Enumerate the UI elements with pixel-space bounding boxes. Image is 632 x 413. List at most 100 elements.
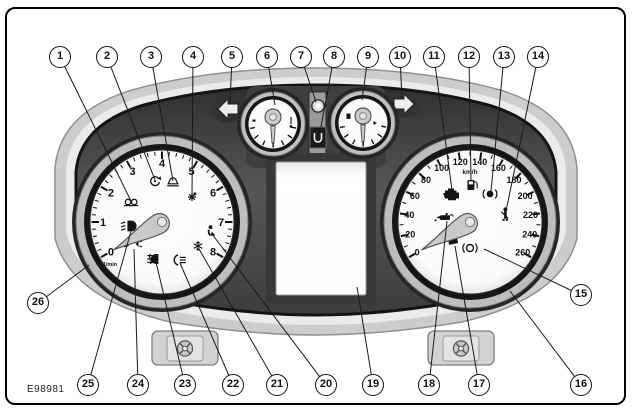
callout-2: 2	[96, 46, 118, 68]
information-display	[266, 153, 376, 304]
callout-19: 19	[362, 374, 384, 396]
speedometer-needle	[421, 212, 478, 251]
leader-line-11	[433, 56, 453, 191]
speedo-scale-9: 180	[506, 175, 521, 185]
low-beam-icon	[120, 220, 137, 232]
glow-plug-icon	[124, 198, 139, 207]
callout-7: 7	[290, 46, 312, 68]
speedo-scale-8: 160	[491, 163, 506, 173]
leader-line-8	[320, 56, 335, 128]
tach-scale-6: 6	[210, 187, 216, 199]
leader-line-23	[155, 261, 186, 386]
fuel-pump-icon	[467, 180, 478, 190]
speedo-scale-0: 0	[415, 248, 420, 258]
bottom-bracket-left	[151, 330, 219, 366]
speedo-scale-12: 240	[522, 229, 537, 239]
callout-6: 6	[256, 46, 278, 68]
speedo-scale-11: 220	[523, 210, 538, 220]
callout-22: 22	[222, 374, 244, 396]
right-turn-icon	[393, 92, 415, 116]
round-indicator-lamp	[311, 99, 325, 113]
leader-line-19	[356, 286, 374, 386]
leader-line-24	[133, 248, 139, 386]
fuel-gauge	[327, 87, 399, 159]
temperature-gauge	[237, 88, 309, 160]
bulb-icon	[167, 177, 179, 187]
callout-14: 14	[527, 46, 549, 68]
seat-belt-icon	[500, 207, 509, 221]
oil-pressure-icon	[434, 212, 454, 222]
brake-warning-icon	[462, 243, 478, 253]
callout-15: 15	[570, 284, 592, 306]
leader-line-18	[428, 220, 448, 386]
callout-1: 1	[49, 46, 71, 68]
leader-line-16	[509, 290, 582, 386]
temperature-needle	[264, 108, 282, 144]
speedo-scale-10: 200	[518, 191, 533, 201]
figure-border	[5, 7, 626, 405]
callout-16: 16	[570, 374, 592, 396]
callout-3: 3	[140, 46, 162, 68]
speedo-scale-6: 120	[453, 157, 468, 167]
callout-11: 11	[423, 46, 445, 68]
tach-scale-2: 2	[108, 187, 114, 199]
callout-20: 20	[315, 374, 337, 396]
leader-line-25	[87, 230, 132, 386]
fuel-needle	[354, 107, 372, 143]
tach-scale-3: 3	[129, 166, 135, 178]
front-fog-icon	[147, 253, 159, 265]
callout-24: 24	[127, 374, 149, 396]
callout-8: 8	[323, 46, 345, 68]
rear-fog-icon	[173, 254, 186, 266]
leader-line-3	[150, 56, 174, 182]
figure-code: E98981	[27, 384, 65, 395]
speedo-scale-1: 20	[405, 229, 415, 239]
leader-line-15	[483, 248, 582, 296]
callout-12: 12	[458, 46, 480, 68]
leader-line-20	[211, 233, 327, 386]
speedometer-tick-marks	[399, 151, 541, 259]
callout-21: 21	[266, 374, 288, 396]
washer-jet-icon	[188, 192, 197, 201]
speedo-scale-7: 140	[472, 157, 487, 167]
callout-4: 4	[182, 46, 204, 68]
tach-scale-1: 1	[100, 217, 106, 229]
callout-17: 17	[468, 374, 490, 396]
abs-icon	[482, 189, 498, 199]
speedometer-unit-label: km/h	[462, 169, 477, 176]
fuel-gauge-marks	[346, 113, 377, 125]
tach-scale-4: 4	[159, 158, 166, 170]
engine-malfunction-icon	[443, 188, 459, 201]
leader-line-12	[468, 56, 472, 182]
bottom-bracket-right	[427, 330, 495, 366]
callout-5: 5	[221, 46, 243, 68]
speedo-scale-4: 80	[421, 175, 431, 185]
bracket-screw-icon	[452, 340, 470, 357]
callout-leader-lines	[37, 56, 582, 386]
mini-gauge-tick-marks	[249, 125, 387, 148]
leader-line-13	[490, 56, 505, 192]
tach-scale-0: 0	[108, 246, 114, 258]
callout-25: 25	[77, 374, 99, 396]
airbag-icon	[207, 225, 216, 237]
callout-9: 9	[357, 46, 379, 68]
callout-18: 18	[418, 374, 440, 396]
leader-line-4	[191, 56, 194, 197]
left-turn-icon	[217, 97, 239, 121]
tachometer-unit-label: 1/min	[103, 262, 118, 268]
leader-line-2	[106, 56, 156, 181]
bracket-screw-icon	[176, 340, 194, 357]
callout-26: 26	[27, 292, 49, 314]
speedo-scale-2: 40	[404, 210, 414, 220]
tach-scale-5: 5	[188, 166, 194, 178]
leader-line-14	[505, 56, 539, 212]
speedo-scale-13: 260	[515, 248, 530, 258]
tachometer-needle	[113, 212, 170, 251]
gear-display-window	[309, 126, 327, 149]
leader-line-17	[454, 245, 480, 386]
snowflake-icon	[193, 241, 203, 251]
callout-23: 23	[174, 374, 196, 396]
leader-line-1	[59, 56, 132, 202]
